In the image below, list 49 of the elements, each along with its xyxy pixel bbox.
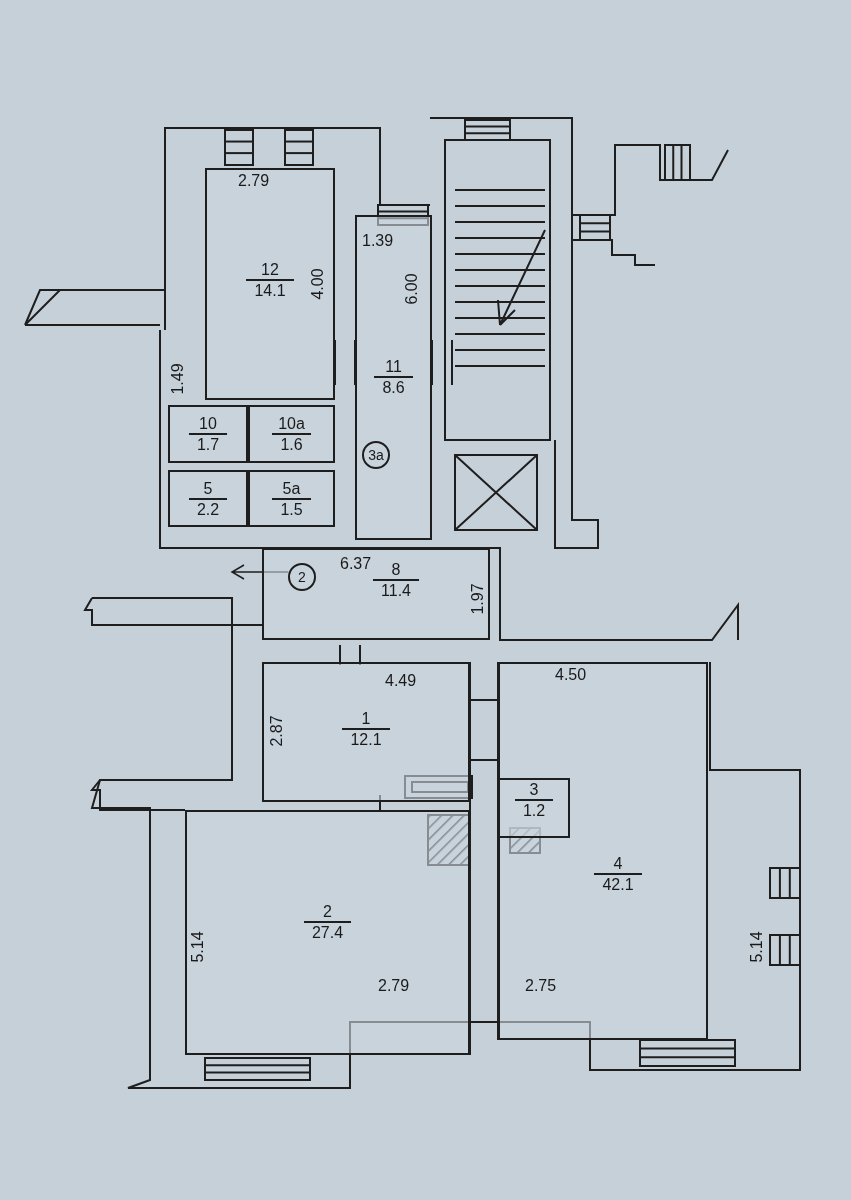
dimension-label: 4.50 [555,666,587,684]
room-number: 4 [612,854,624,873]
room-number: 1 [360,709,372,728]
dimension-label: 6.37 [340,555,372,573]
room [185,810,470,1055]
room-area: 1.7 [188,435,228,454]
room-number: 12 [260,260,280,279]
dimension-label: 1.97 [468,583,487,615]
room [355,215,432,540]
room-area: 12.1 [342,730,390,749]
dimension-label: 1.49 [168,363,187,395]
room [168,470,248,527]
room [205,168,335,400]
dimension-label: 2.79 [238,172,270,190]
room-number: 10 [198,414,218,433]
room-area: 27.4 [303,923,352,942]
room-area: 2.2 [188,499,228,519]
room [498,662,708,1040]
room [248,470,335,527]
dimension-label: 6.00 [402,273,421,305]
room [262,662,470,802]
dimension-label: 5.14 [188,931,207,963]
room-number: 3 [528,780,540,799]
room-number: 5a [281,478,302,498]
room-area: 42.1 [594,875,642,894]
room-area: 1.5 [272,499,311,519]
room [168,405,248,463]
room-number: 5 [202,478,214,498]
room [498,778,570,838]
room-area: 1.2 [514,801,554,820]
room-number: 11 [384,357,403,376]
room-area: 1.6 [272,435,311,454]
room-area: 11.4 [373,581,419,600]
dimension-label: 1.39 [362,232,394,250]
dimension-label: 4.49 [385,672,417,690]
dimension-label: 4.00 [308,268,327,300]
room [262,548,490,640]
room-area: 14.1 [246,281,294,300]
callout-number: 2 [288,563,316,591]
room-area: 8.6 [374,378,413,397]
room-number: 10a [277,414,306,433]
room [248,405,335,463]
dimension-label: 2.87 [267,715,286,747]
dimension-label: 2.79 [378,977,410,995]
room-number: 2 [322,902,333,921]
room-number: 8 [390,560,402,579]
callout-number: 3a [362,441,390,469]
dimension-label: 5.14 [747,931,766,963]
dimension-label: 2.75 [525,977,557,995]
